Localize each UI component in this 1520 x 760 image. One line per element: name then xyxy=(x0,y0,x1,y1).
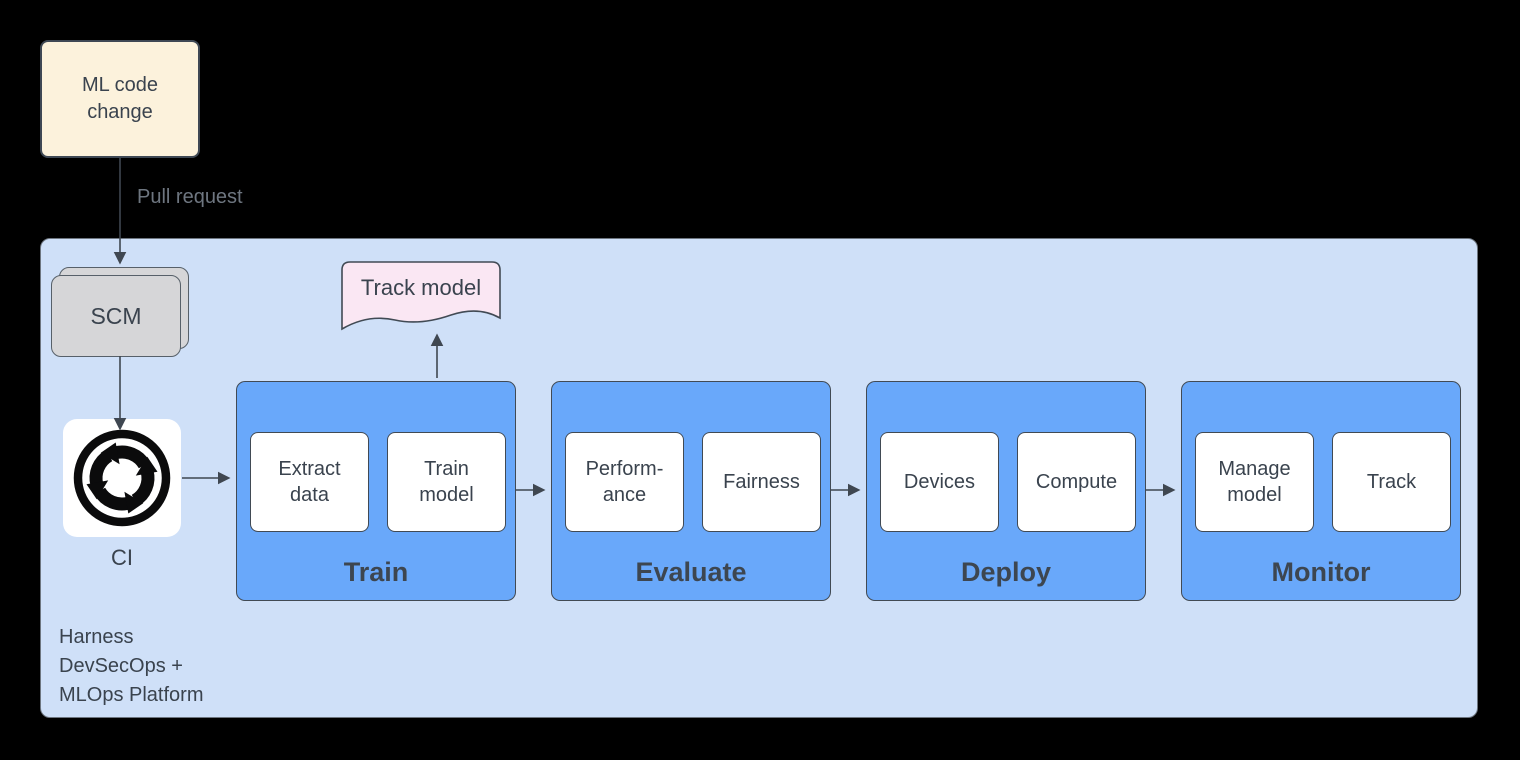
item-label: Extract data xyxy=(278,458,341,506)
stage-title-deploy: Deploy xyxy=(960,557,1052,587)
ci-node xyxy=(63,419,181,537)
item-label: Track xyxy=(1366,471,1417,493)
platform-label-line-3: MLOps Platform xyxy=(59,684,204,706)
stage-item-track: Track xyxy=(1332,432,1451,532)
stage-item-manage-model: Manage model xyxy=(1195,432,1314,532)
stage-item-compute: Compute xyxy=(1017,432,1136,532)
ml-code-change-label: ML code change xyxy=(82,74,158,123)
scm-label: SCM xyxy=(90,302,142,329)
stage-item-train-model: Train model xyxy=(387,432,506,532)
stage-item-devices: Devices xyxy=(880,432,999,532)
item-label: Fairness xyxy=(723,471,800,493)
platform-container: SCM xyxy=(40,238,1478,718)
track-model-document xyxy=(341,261,501,331)
pull-request-label: Pull request xyxy=(137,186,243,208)
stage-title-train: Train xyxy=(343,557,409,587)
item-label: Devices xyxy=(903,471,976,493)
stage-item-extract-data: Extract data xyxy=(250,432,369,532)
item-label: Compute xyxy=(1035,471,1118,493)
scm-node: SCM xyxy=(51,275,181,357)
stage-train: Extract data Train model Train xyxy=(236,381,516,601)
stage-evaluate: Perform-ance Fairness Evaluate xyxy=(551,381,831,601)
item-label: Manage model xyxy=(1218,458,1291,506)
stage-deploy: Devices Compute Deploy xyxy=(866,381,1146,601)
ml-code-change-node: ML code change xyxy=(40,40,200,158)
track-model-label: Track model xyxy=(360,275,482,300)
platform-label-line-1: Harness xyxy=(59,626,134,648)
platform-label-line-2: DevSecOps + xyxy=(59,655,183,677)
stage-item-fairness: Fairness xyxy=(702,432,821,532)
stage-title-evaluate: Evaluate xyxy=(635,557,747,587)
stage-monitor: Manage model Track Monitor xyxy=(1181,381,1461,601)
item-label: Train model xyxy=(419,458,474,506)
item-label: Perform-ance xyxy=(585,458,664,506)
ci-sync-icon xyxy=(73,429,171,527)
platform-label: Harness DevSecOps + MLOps Platform xyxy=(59,623,203,710)
ci-label: CI xyxy=(111,545,133,570)
stage-item-performance: Perform-ance xyxy=(565,432,684,532)
stage-title-monitor: Monitor xyxy=(1271,557,1371,587)
